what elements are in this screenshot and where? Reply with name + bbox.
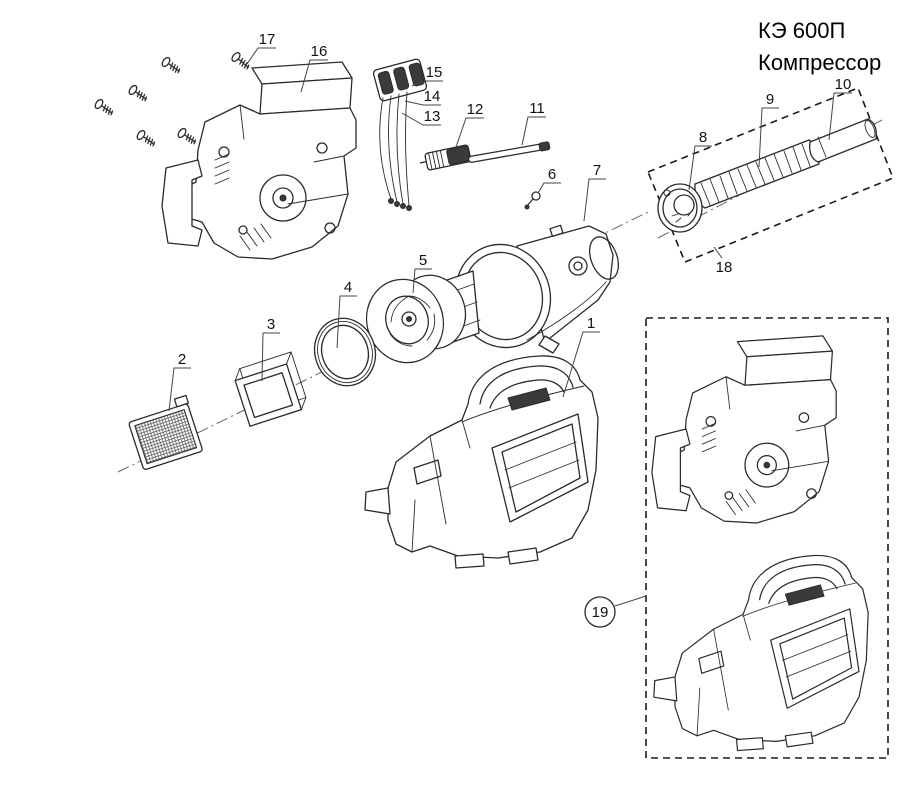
title-line-1: КЭ 600П — [758, 18, 845, 43]
dashed-box-19 — [645, 317, 889, 759]
main-body-1 — [364, 355, 599, 569]
part-label-4: 4 — [344, 279, 352, 296]
hose-9 — [694, 139, 820, 209]
small-screw-6 — [524, 191, 541, 210]
switch-wires — [379, 91, 412, 211]
title-line-2: Компрессор — [758, 50, 881, 75]
dashed-box-18 — [646, 86, 895, 264]
part-label-13: 13 — [424, 108, 441, 125]
part-label-5: 5 — [419, 252, 427, 269]
part-label-14: 14 — [424, 88, 441, 105]
part-label-10: 10 — [835, 76, 852, 93]
ring-gasket-4 — [313, 317, 377, 387]
part-label-18: 18 — [716, 259, 733, 276]
connector-8 — [657, 183, 703, 233]
cord-element-12 — [419, 144, 472, 171]
detail-view-bottom — [653, 554, 869, 752]
screw-17 — [229, 50, 253, 72]
callout-labels: 17 16 15 14 13 12 11 10 9 8 7 6 5 4 3 2 … — [178, 31, 852, 628]
part-label-6: 6 — [548, 166, 556, 183]
diagram-title: КЭ 600П Компрессор — [758, 18, 881, 75]
rod-11 — [467, 141, 551, 163]
part-label-15: 15 — [426, 64, 443, 81]
mesh-filter-2 — [128, 394, 203, 470]
part-label-19: 19 — [592, 604, 609, 621]
motor-housing-16 — [161, 61, 357, 260]
hose-assembly-18 — [646, 86, 895, 264]
callout-leader-lines — [168, 47, 852, 607]
filter-frame-3 — [234, 351, 307, 427]
part-label-17: 17 — [259, 31, 276, 48]
switch-15 — [372, 58, 428, 211]
nozzle-tip-10 — [809, 118, 877, 163]
detail-view-top — [651, 335, 837, 524]
part-label-16: 16 — [311, 43, 328, 60]
part-label-1: 1 — [587, 315, 595, 332]
part-label-3: 3 — [267, 316, 275, 333]
part-label-8: 8 — [699, 129, 707, 146]
cone-housing-7 — [454, 224, 619, 354]
part-label-2: 2 — [178, 351, 186, 368]
part-label-7: 7 — [593, 162, 601, 179]
detail-box-19 — [645, 317, 889, 759]
circled-label-19 — [584, 596, 616, 628]
impeller-5 — [365, 270, 481, 364]
part-label-12: 12 — [467, 101, 484, 118]
part-label-11: 11 — [529, 100, 545, 117]
part-label-9: 9 — [766, 91, 774, 108]
